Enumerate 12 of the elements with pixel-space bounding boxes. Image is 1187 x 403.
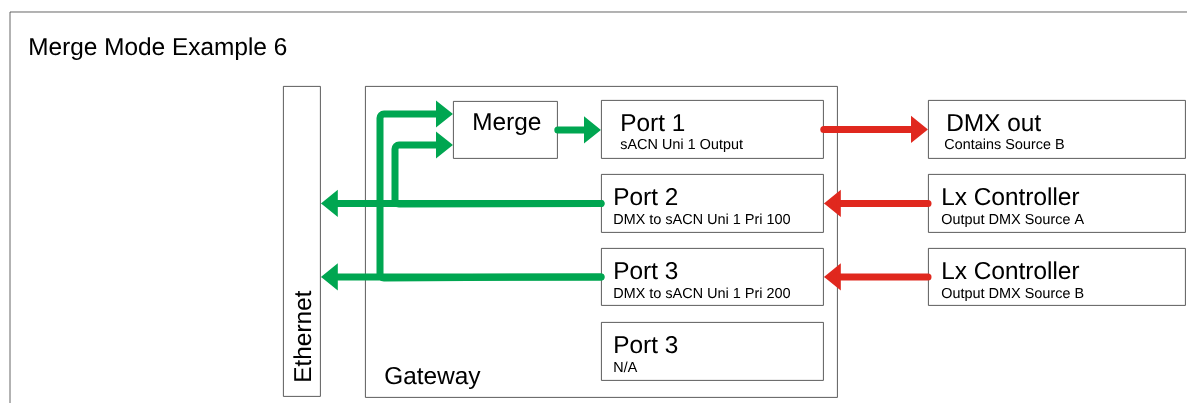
output-box: DMX out Contains Source B xyxy=(928,100,1186,159)
merge-box: Merge xyxy=(453,101,558,159)
arrow xyxy=(391,131,605,208)
arrow xyxy=(376,100,605,282)
port-box: Port 3 DMX to sACN Uni 1 Pri 200 xyxy=(601,248,824,306)
diagram-title: Merge Mode Example 6 xyxy=(30,37,287,61)
ethernet-bar: Ethernet xyxy=(283,86,321,397)
controller-box: Lx Controller Output DMX Source B xyxy=(928,248,1186,306)
port-box: Port 1 sACN Uni 1 Output xyxy=(601,100,824,159)
controller-box: Lx Controller Output DMX Source A xyxy=(928,174,1186,233)
port-box: Port 2 DMX to sACN Uni 1 Pri 100 xyxy=(601,174,824,233)
port-box: Port 3 N/A xyxy=(601,322,824,381)
